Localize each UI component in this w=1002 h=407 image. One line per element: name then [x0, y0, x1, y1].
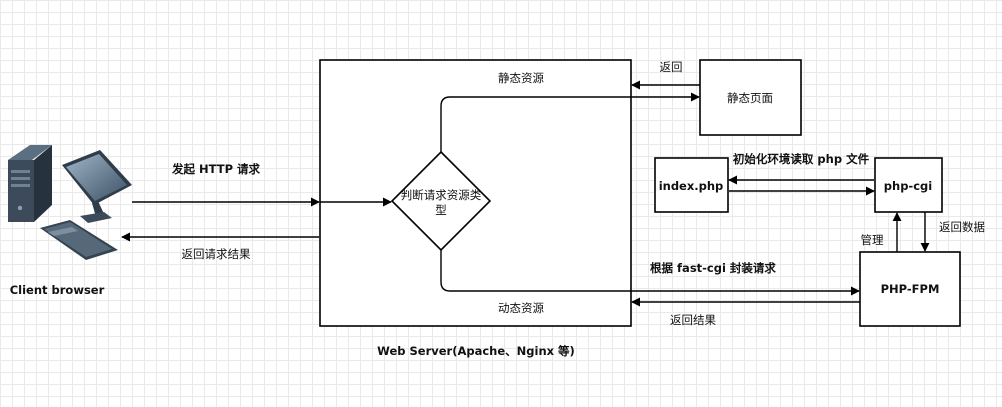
manage-label: 管理 [861, 233, 884, 247]
client-browser-label: Client browser [10, 283, 105, 297]
static-page-label: 静态页面 [727, 91, 773, 105]
php-cgi-box [874, 157, 943, 213]
decision-label-line2: 型 [435, 203, 447, 217]
edge-static-resource [440, 92, 700, 152]
return-static-label: 返回 [660, 60, 683, 74]
php-cgi-label: php-cgi [884, 179, 932, 193]
fastcgi-wrap-label: 根据 fast-cgi 封装请求 [650, 261, 776, 275]
static-page-box [699, 59, 802, 136]
php-fpm-box [859, 251, 961, 327]
index-php-label: index.php [659, 179, 724, 193]
index-php-box [654, 157, 729, 213]
dynamic-resource-label: 动态资源 [498, 301, 544, 315]
web-server-label: Web Server(Apache、Nginx 等) [377, 344, 575, 358]
edge-dynamic-resource [440, 250, 860, 296]
init-env-label: 初始化环境读取 php 文件 [733, 152, 870, 166]
static-resource-label: 静态资源 [498, 71, 544, 85]
desktop-computer-icon [8, 145, 132, 260]
php-fpm-label: PHP-FPM [881, 282, 940, 296]
decision-label-line1: 判断请求资源类 [401, 188, 482, 202]
return-data-label: 返回数据 [939, 220, 985, 234]
return-fpm-result-label: 返回结果 [670, 313, 716, 327]
send-http-label: 发起 HTTP 请求 [171, 162, 261, 176]
return-result-label: 返回请求结果 [182, 247, 251, 261]
